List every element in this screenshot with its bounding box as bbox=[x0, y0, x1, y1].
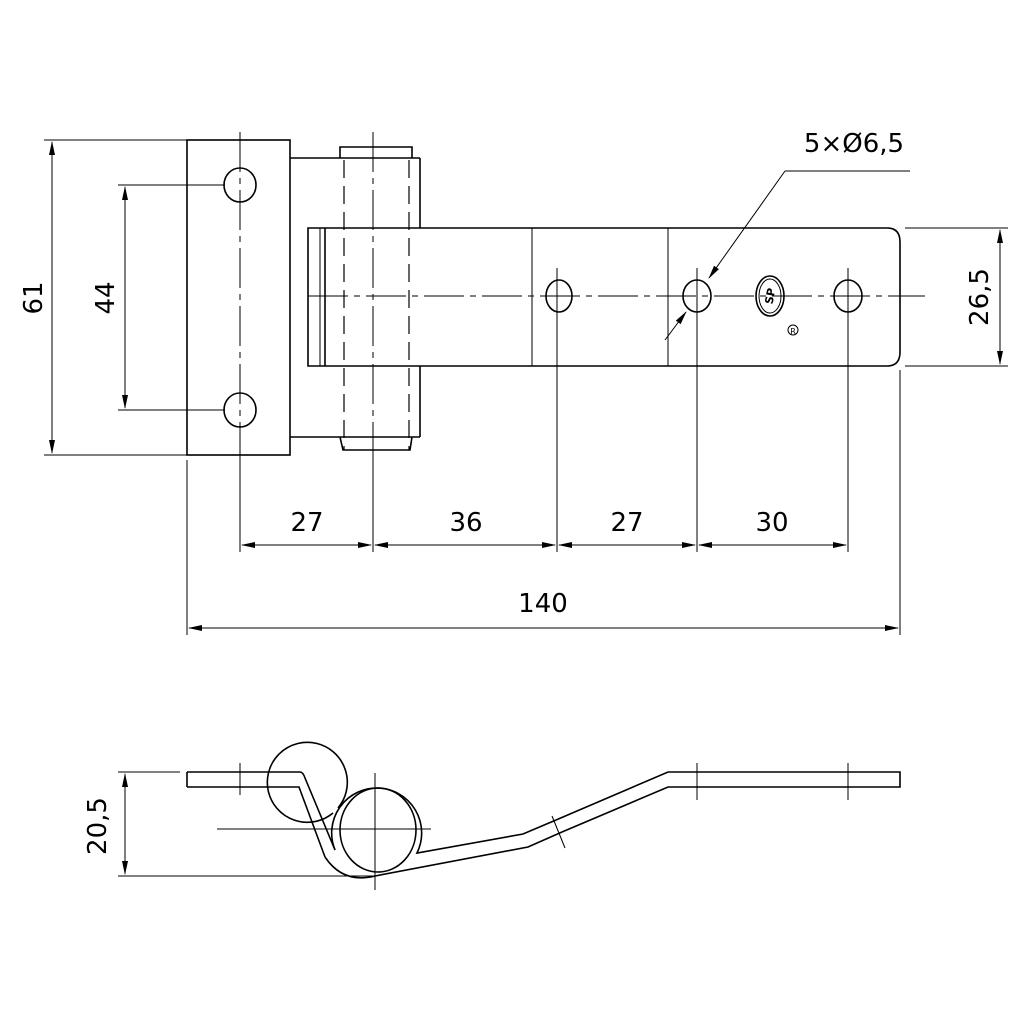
top-view: SP R bbox=[186, 132, 925, 462]
dim-side-height: 20,5 bbox=[83, 797, 113, 855]
right-leaf bbox=[307, 227, 925, 367]
logo: SP R bbox=[755, 275, 799, 336]
dim-leaf-width: 26,5 bbox=[965, 268, 995, 326]
dim-span-1: 27 bbox=[290, 508, 323, 538]
dim-span-3: 27 bbox=[610, 508, 643, 538]
svg-text:R: R bbox=[790, 327, 796, 336]
dim-overall-height: 61 bbox=[19, 281, 49, 314]
dim-holes-callout: 5×Ø6,5 bbox=[804, 129, 904, 159]
dim-hole-spacing: 44 bbox=[91, 281, 121, 314]
dimensions: 61 44 26,5 27 36 27 30 140 5×Ø6,5 bbox=[19, 129, 1008, 635]
dim-overall-length: 140 bbox=[518, 589, 568, 619]
side-view: 20,5 bbox=[83, 741, 901, 890]
left-plate bbox=[186, 139, 291, 456]
dim-span-2: 36 bbox=[449, 508, 482, 538]
svg-text:SP: SP bbox=[763, 287, 779, 305]
dim-span-4: 30 bbox=[755, 508, 788, 538]
hinge-knuckle bbox=[290, 132, 421, 462]
